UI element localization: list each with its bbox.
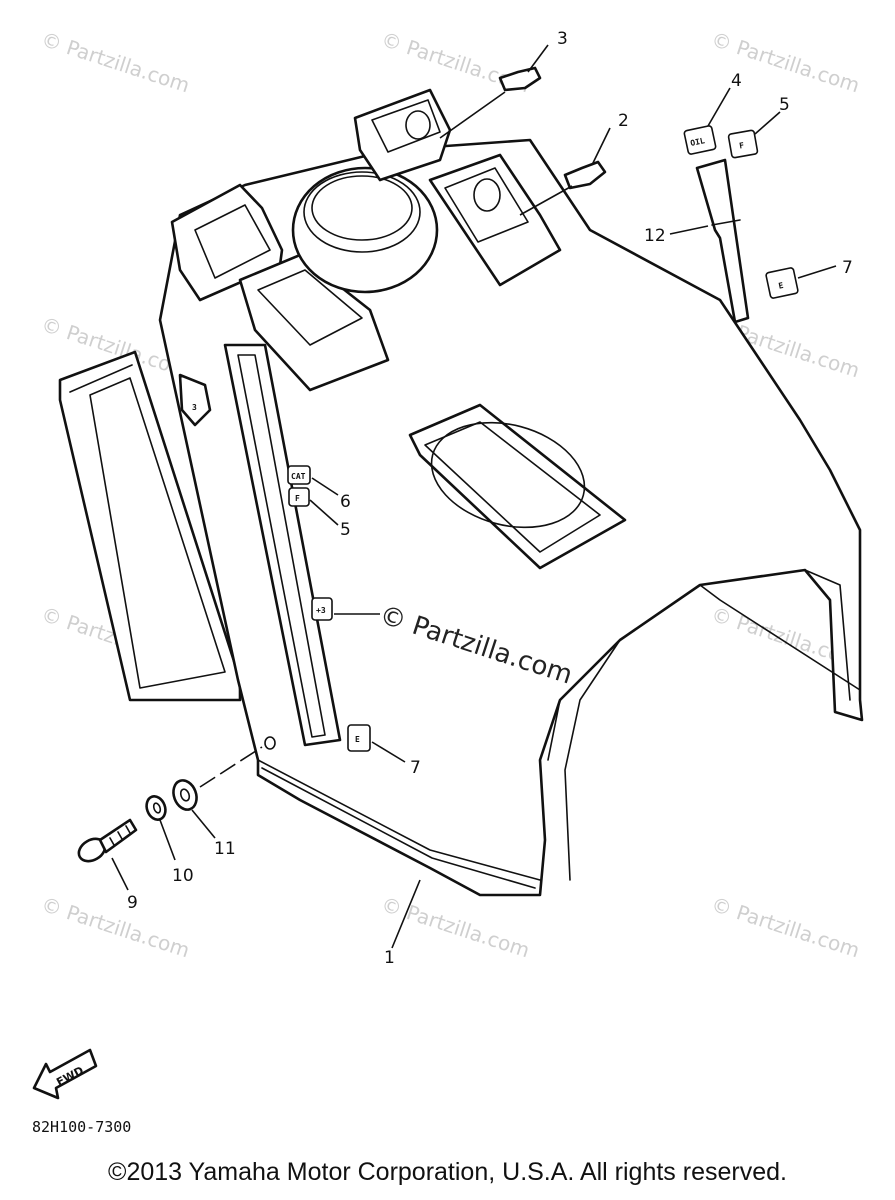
svg-text:3: 3: [192, 403, 197, 412]
svg-text:CAT: CAT: [291, 472, 306, 481]
callout-7-top: 7: [842, 258, 853, 278]
svg-text:OIL: OIL: [690, 136, 706, 148]
reflector-strip-part-12: [695, 158, 750, 324]
watermark: © Partzilla.com: [38, 27, 192, 98]
callout-3: 3: [557, 29, 568, 49]
callout-7-body: 7: [410, 758, 421, 778]
svg-text:+3: +3: [316, 606, 326, 615]
decal-e-body: E: [347, 724, 371, 752]
callout-2: 2: [618, 111, 629, 131]
assembly-line: [199, 746, 263, 788]
callout-11: 11: [214, 839, 236, 859]
decal-oil: OIL: [683, 125, 717, 155]
bolt-part-9: [77, 818, 138, 863]
callout-numbers: 3 2 4 5 12 7 6 5 7 1 9 10 11: [127, 29, 853, 968]
grommet-part-2: [563, 160, 607, 190]
decal-e-top: E: [765, 267, 799, 299]
callout-9: 9: [127, 893, 138, 913]
decal-f-top: F: [727, 129, 759, 159]
watermark: © Partzilla.com: [708, 892, 862, 963]
leader-lines: [111, 44, 837, 949]
decal-f-body: F: [288, 487, 310, 507]
front-cowl-part-1: 3: [58, 88, 864, 897]
washer-part-10: [145, 795, 167, 821]
callout-5-body: 5: [340, 520, 351, 540]
callout-6: 6: [340, 492, 351, 512]
callout-4: 4: [731, 71, 742, 91]
parts-diagram: © Partzilla.com © Partzilla.com © Partzi…: [32, 27, 864, 1136]
svg-text:F: F: [295, 494, 300, 503]
svg-text:E: E: [778, 281, 785, 291]
grommet-part-3: [498, 66, 542, 92]
washer-part-11: [172, 779, 198, 811]
decal-small-body: +3: [311, 597, 333, 621]
copyright-notice: ©2013 Yamaha Motor Corporation, U.S.A. A…: [108, 1158, 787, 1186]
watermark: © Partzilla.com: [378, 892, 532, 963]
fwd-arrow-icon: FWD: [32, 1048, 98, 1100]
decal-cat: CAT: [287, 465, 311, 485]
callout-1: 1: [384, 948, 395, 968]
callout-10: 10: [172, 866, 194, 886]
watermark: © Partzilla.com: [38, 892, 192, 963]
diagram-code: 82H100-7300: [32, 1118, 131, 1136]
svg-text:E: E: [355, 735, 360, 744]
callout-5-top: 5: [779, 95, 790, 115]
svg-text:F: F: [739, 141, 745, 151]
callout-12: 12: [644, 226, 666, 246]
